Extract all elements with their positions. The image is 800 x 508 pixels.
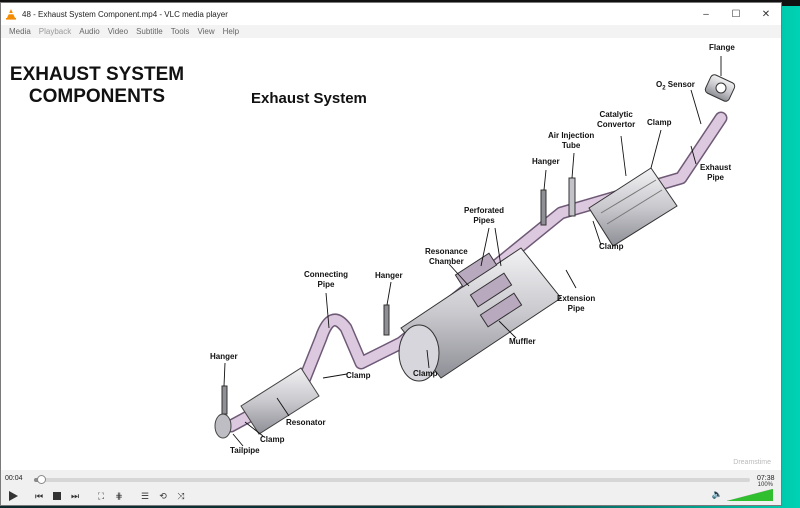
button-row: ⏮ ⏭ ⛶ ⋕ ☰ ⟲ ⤨	[1, 486, 781, 505]
stop-icon	[53, 492, 61, 500]
fullscreen-icon: ⛶	[97, 490, 105, 501]
watermark: Dreamstime	[733, 459, 771, 466]
next-button[interactable]: ⏭	[67, 488, 83, 504]
main-title: EXHAUST SYSTEM COMPONENTS	[9, 64, 185, 107]
label-clamp-low: Clamp	[413, 369, 438, 378]
menu-view[interactable]: View	[197, 27, 215, 36]
seek-row: 00:04 07:38	[1, 474, 781, 486]
speaker-icon[interactable]: 🔈	[711, 488, 723, 499]
minimize-button[interactable]: –	[703, 8, 709, 20]
flange-shape	[704, 74, 736, 102]
loop-icon: ⟲	[159, 490, 167, 501]
playlist-button[interactable]: ☰	[137, 488, 153, 504]
play-icon	[9, 491, 18, 501]
label-clamp-mid: Clamp	[599, 242, 624, 251]
shuffle-button[interactable]: ⤨	[173, 488, 189, 504]
playlist-icon: ☰	[140, 490, 150, 501]
next-icon: ⏭	[70, 490, 80, 501]
catalytic-converter-shape	[588, 167, 678, 247]
stop-button[interactable]	[49, 488, 65, 504]
video-area[interactable]: EXHAUST SYSTEM COMPONENTS Exhaust System…	[1, 38, 781, 470]
menu-tools[interactable]: Tools	[170, 27, 190, 36]
label-o2-sensor: O2 Sensor	[656, 80, 695, 92]
seek-handle[interactable]	[37, 475, 47, 484]
menu-video[interactable]: Video	[107, 27, 129, 36]
previous-icon: ⏮	[34, 490, 44, 501]
vlc-window: 48 - Exhaust System Component.mp4 - VLC …	[0, 2, 782, 506]
loop-button[interactable]: ⟲	[155, 488, 171, 504]
volume-wedge	[726, 488, 774, 502]
label-clamp-front: Clamp	[346, 371, 371, 380]
volume-control: 🔈 100%	[711, 482, 774, 502]
label-muffler: Muffler	[509, 337, 536, 346]
volume-percent: 100%	[757, 482, 773, 488]
label-tailpipe: Tailpipe	[230, 446, 260, 455]
seek-bar[interactable]	[34, 475, 750, 484]
label-hanger-mid: Hanger	[375, 271, 403, 280]
current-time: 00:04	[5, 475, 23, 482]
fullscreen-button[interactable]: ⛶	[93, 488, 109, 504]
menu-bar: Media Playback Audio Video Subtitle Tool…	[1, 25, 781, 38]
title-bar: 48 - Exhaust System Component.mp4 - VLC …	[1, 3, 781, 25]
label-flange: Flange	[709, 43, 735, 52]
label-hanger-top: Hanger	[532, 157, 560, 166]
equalizer-icon: ⋕	[115, 490, 123, 501]
menu-audio[interactable]: Audio	[79, 27, 100, 36]
extended-settings-button[interactable]: ⋕	[111, 488, 127, 504]
label-clamp-bottom: Clamp	[260, 435, 285, 444]
muffler-shape	[398, 247, 562, 382]
window-title: 48 - Exhaust System Component.mp4 - VLC …	[22, 9, 228, 19]
menu-playback[interactable]: Playback	[38, 27, 72, 36]
menu-help[interactable]: Help	[222, 27, 240, 36]
menu-media[interactable]: Media	[9, 27, 31, 36]
menu-subtitle[interactable]: Subtitle	[136, 27, 163, 36]
resonator-shape	[214, 367, 320, 439]
vlc-cone-icon	[6, 9, 16, 20]
label-resonator: Resonator	[286, 418, 326, 427]
close-button[interactable]: ✕	[761, 8, 771, 20]
previous-button[interactable]: ⏮	[31, 488, 47, 504]
label-hanger-low: Hanger	[210, 352, 238, 361]
total-time: 07:38	[757, 475, 775, 482]
volume-slider[interactable]: 100%	[726, 482, 774, 502]
playback-controls: 00:04 07:38 ⏮ ⏭ ⛶ ⋕ ☰ ⟲ ⤨ �	[1, 470, 781, 505]
sub-title: Exhaust System	[251, 90, 367, 107]
play-button[interactable]	[5, 488, 21, 504]
shuffle-icon: ⤨	[177, 490, 185, 501]
exhaust-diagram	[214, 56, 736, 447]
label-clamp-top: Clamp	[647, 118, 672, 127]
maximize-button[interactable]: ☐	[731, 8, 741, 20]
